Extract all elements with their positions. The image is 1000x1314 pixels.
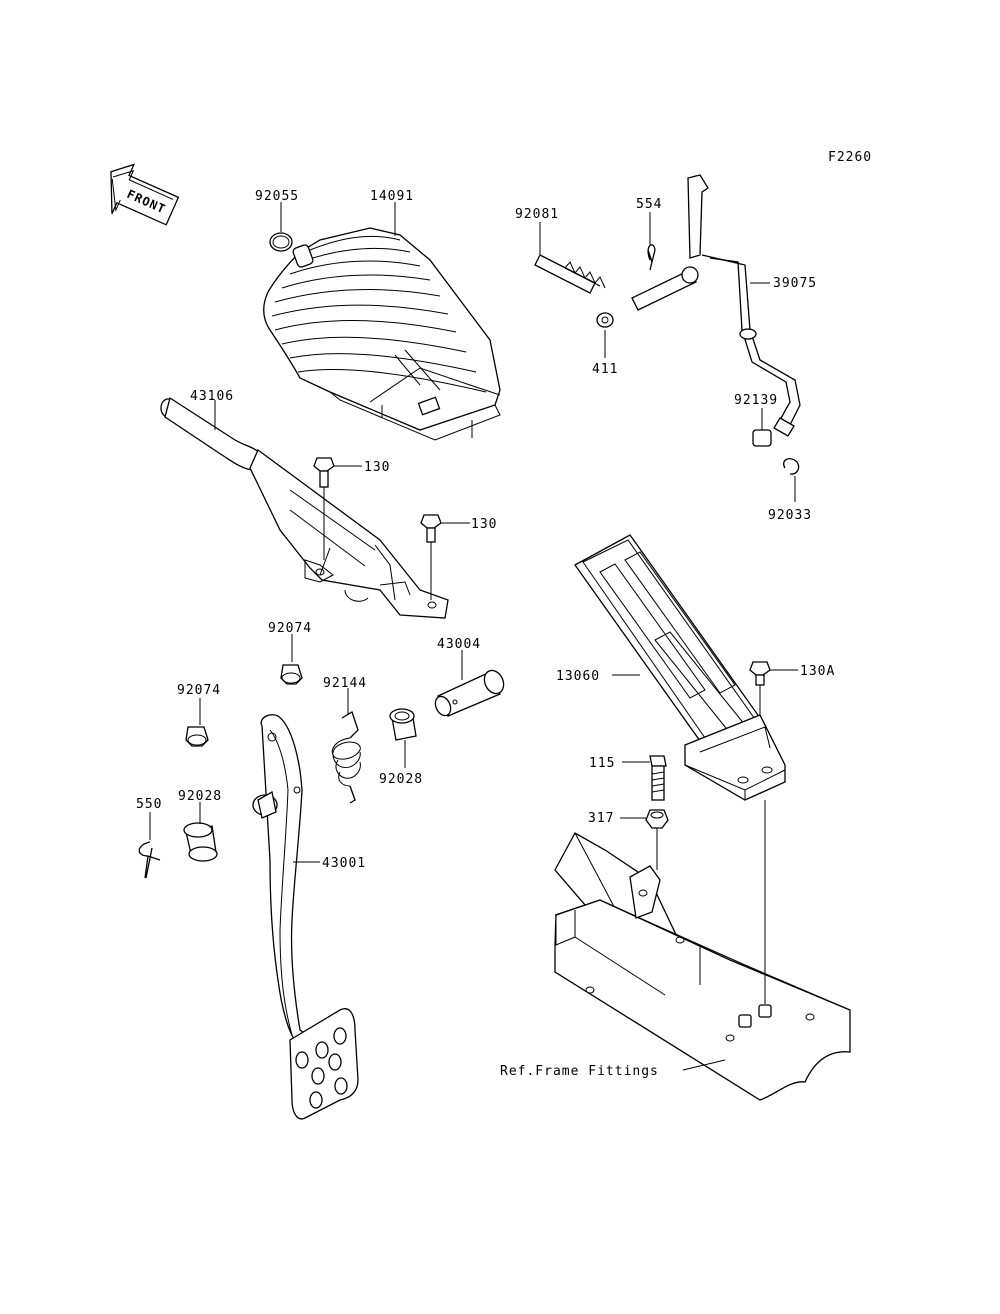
spring-92144 [331, 711, 361, 804]
pin-43004 [434, 669, 505, 717]
clip-92033 [783, 458, 800, 475]
callout-550: 550 [136, 797, 162, 812]
callout-92144: 92144 [323, 676, 367, 691]
spring-92081 [534, 254, 606, 294]
handbrake-lever-43106 [160, 396, 449, 619]
figure-code: F2260 [828, 150, 872, 165]
bushing-92028-center [389, 708, 417, 741]
callout-92033: 92033 [768, 508, 812, 523]
callout-39075: 39075 [773, 276, 817, 291]
bolt-130A [749, 661, 771, 715]
boot-14091 [263, 227, 501, 441]
callout-92055: 92055 [255, 189, 299, 204]
callout-92028-center: 92028 [379, 772, 423, 787]
nut-317 [645, 809, 669, 870]
callout-317: 317 [588, 811, 614, 826]
accelerator-pedal-13060 [574, 534, 786, 801]
bolt-130-upper [313, 457, 335, 560]
washer-411 [596, 312, 614, 328]
frame-fittings [554, 800, 851, 1101]
cotter-pin-550 [138, 841, 161, 879]
oring-92055 [269, 232, 293, 252]
callout-130-upper: 130 [364, 460, 390, 475]
callout-92139: 92139 [734, 393, 778, 408]
bushing-92139 [752, 429, 772, 447]
callout-554: 554 [636, 197, 662, 212]
callout-43106: 43106 [190, 389, 234, 404]
ref-frame-fittings-label: Ref.Frame Fittings [500, 1064, 659, 1079]
front-arrow-icon: FRONT [110, 163, 180, 226]
callout-92074-lower: 92074 [177, 683, 221, 698]
callout-43001: 43001 [322, 856, 366, 871]
bolt-115 [649, 755, 667, 801]
callout-411: 411 [592, 362, 618, 377]
callout-130-lower: 130 [471, 517, 497, 532]
callout-43004: 43004 [437, 637, 481, 652]
callout-115: 115 [589, 756, 615, 771]
callout-92028-left: 92028 [178, 789, 222, 804]
lever-39075 [631, 174, 801, 437]
cotter-pin-554 [647, 244, 656, 271]
plug-92074-lower [185, 726, 209, 747]
front-label: FRONT [125, 187, 168, 217]
brake-pedal-43001 [252, 714, 359, 1120]
plug-92074-upper [280, 664, 303, 685]
bushing-92028-left [183, 822, 218, 862]
callout-92081: 92081 [515, 207, 559, 222]
bolt-130-lower [420, 514, 442, 600]
callout-130A: 130A [800, 664, 835, 679]
callout-13060: 13060 [556, 669, 600, 684]
callout-92074-upper: 92074 [268, 621, 312, 636]
callout-14091: 14091 [370, 189, 414, 204]
